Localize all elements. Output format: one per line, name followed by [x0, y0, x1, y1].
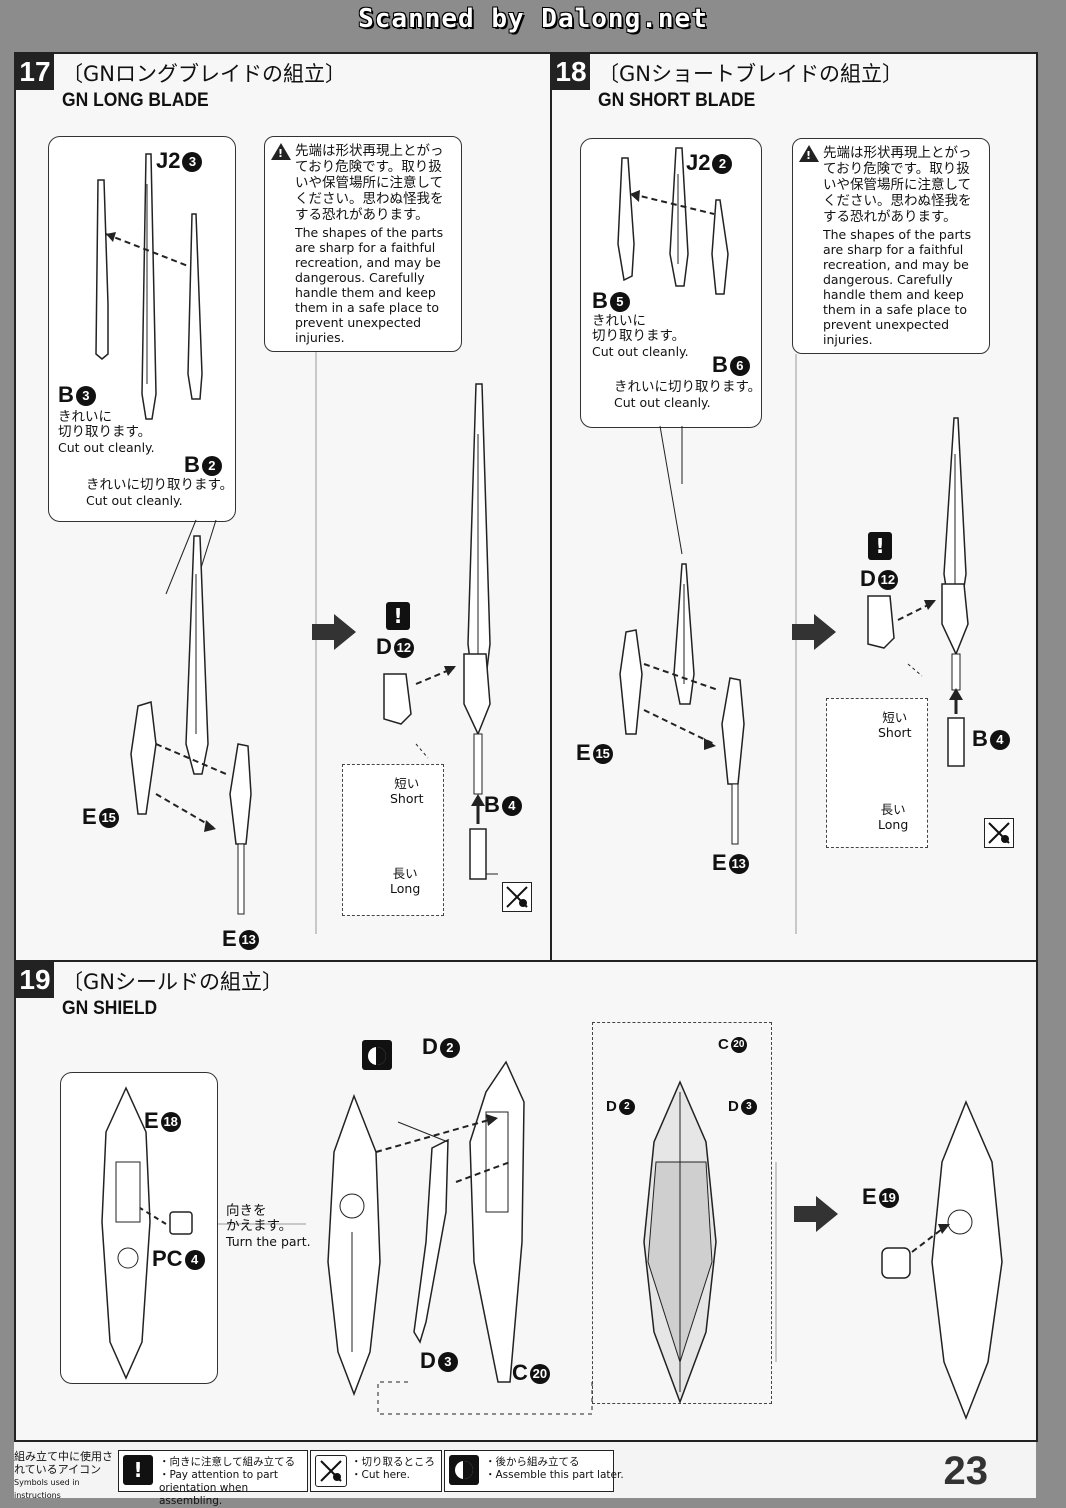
- step-number: 18: [552, 54, 590, 90]
- legend-cut: ・切り取るところ・Cut here.: [310, 1450, 442, 1492]
- parts-callout: [580, 138, 762, 428]
- legend-attention: ! ・向きに注意して組み立てる・Pay attention to part or…: [118, 1450, 308, 1507]
- step-title-jp: 〔GNシールドの組立〕: [62, 970, 283, 994]
- step-title-en: GN LONG BLADE: [62, 90, 209, 111]
- assemble-later-icon: [449, 1455, 479, 1485]
- legend-assemble-later: ・後から組み立てる・Assemble this part later.: [444, 1450, 624, 1492]
- warning-icon: [799, 145, 819, 163]
- short-long-detail: [826, 698, 928, 848]
- cut-here-icon: [984, 818, 1014, 848]
- step18-panel: 18 〔GNショートブレイドの組立〕 GN SHORT BLADE: [550, 52, 1038, 962]
- cut-note-b6: きれいに切り取ります。 Cut out cleanly.: [614, 379, 762, 411]
- step-number: 19: [16, 962, 54, 998]
- shield-drawing: [101, 1060, 1003, 1421]
- turn-note: 向きを かえます。 Turn the part.: [226, 1203, 311, 1250]
- step-title-jp: 〔GNショートブレイドの組立〕: [598, 62, 903, 86]
- short-blade-drawing: [617, 147, 969, 934]
- step17-panel: 17 〔GNロングブレイドの組立〕 GN LONG BLADE: [14, 52, 552, 962]
- attention-icon: !: [868, 532, 892, 560]
- next-arrow: [312, 614, 356, 650]
- page-number: 23: [943, 1449, 989, 1493]
- instruction-sheet: 17 〔GNロングブレイドの組立〕 GN LONG BLADE: [14, 52, 1038, 1507]
- attention-icon: !: [123, 1455, 153, 1485]
- cut-note-b3: きれいに 切り取ります。 Cut out cleanly.: [58, 409, 155, 456]
- next-arrow: [792, 614, 836, 650]
- warning-icon: [271, 143, 291, 161]
- step19-panel: 19 〔GNシールドの組立〕 GN SHIELD: [14, 960, 1038, 1442]
- cut-note-b5: きれいに 切り取ります。 Cut out cleanly.: [592, 313, 689, 360]
- next-arrow: [794, 1196, 838, 1232]
- attention-icon: !: [386, 602, 410, 630]
- footer: 組み立て中に使用されているアイコン Symbols used in instru…: [14, 1446, 1036, 1507]
- step-title-en: GN SHORT BLADE: [598, 90, 756, 111]
- step-title-jp: 〔GNロングブレイドの組立〕: [62, 62, 346, 86]
- icons-legend-title: 組み立て中に使用されているアイコン Symbols used in instru…: [14, 1450, 113, 1500]
- safety-warning: 先端は形状再現上とがっており危険です。取り扱いや保管場所に注意してください。思わ…: [264, 136, 462, 352]
- step-number: 17: [16, 54, 54, 90]
- safety-warning: 先端は形状再現上とがっており危険です。取り扱いや保管場所に注意してください。思わ…: [792, 138, 990, 354]
- watermark: Scanned by Dalong.net: [358, 4, 708, 34]
- assemble-later-icon: [362, 1040, 392, 1070]
- cut-note-b2: きれいに切り取ります。 Cut out cleanly.: [86, 477, 234, 509]
- cut-here-icon: [502, 882, 532, 912]
- assembled-shield-detail: [592, 1022, 772, 1404]
- step-title-en: GN SHIELD: [62, 998, 158, 1019]
- short-long-detail: [342, 764, 444, 916]
- cut-here-icon: [315, 1455, 347, 1487]
